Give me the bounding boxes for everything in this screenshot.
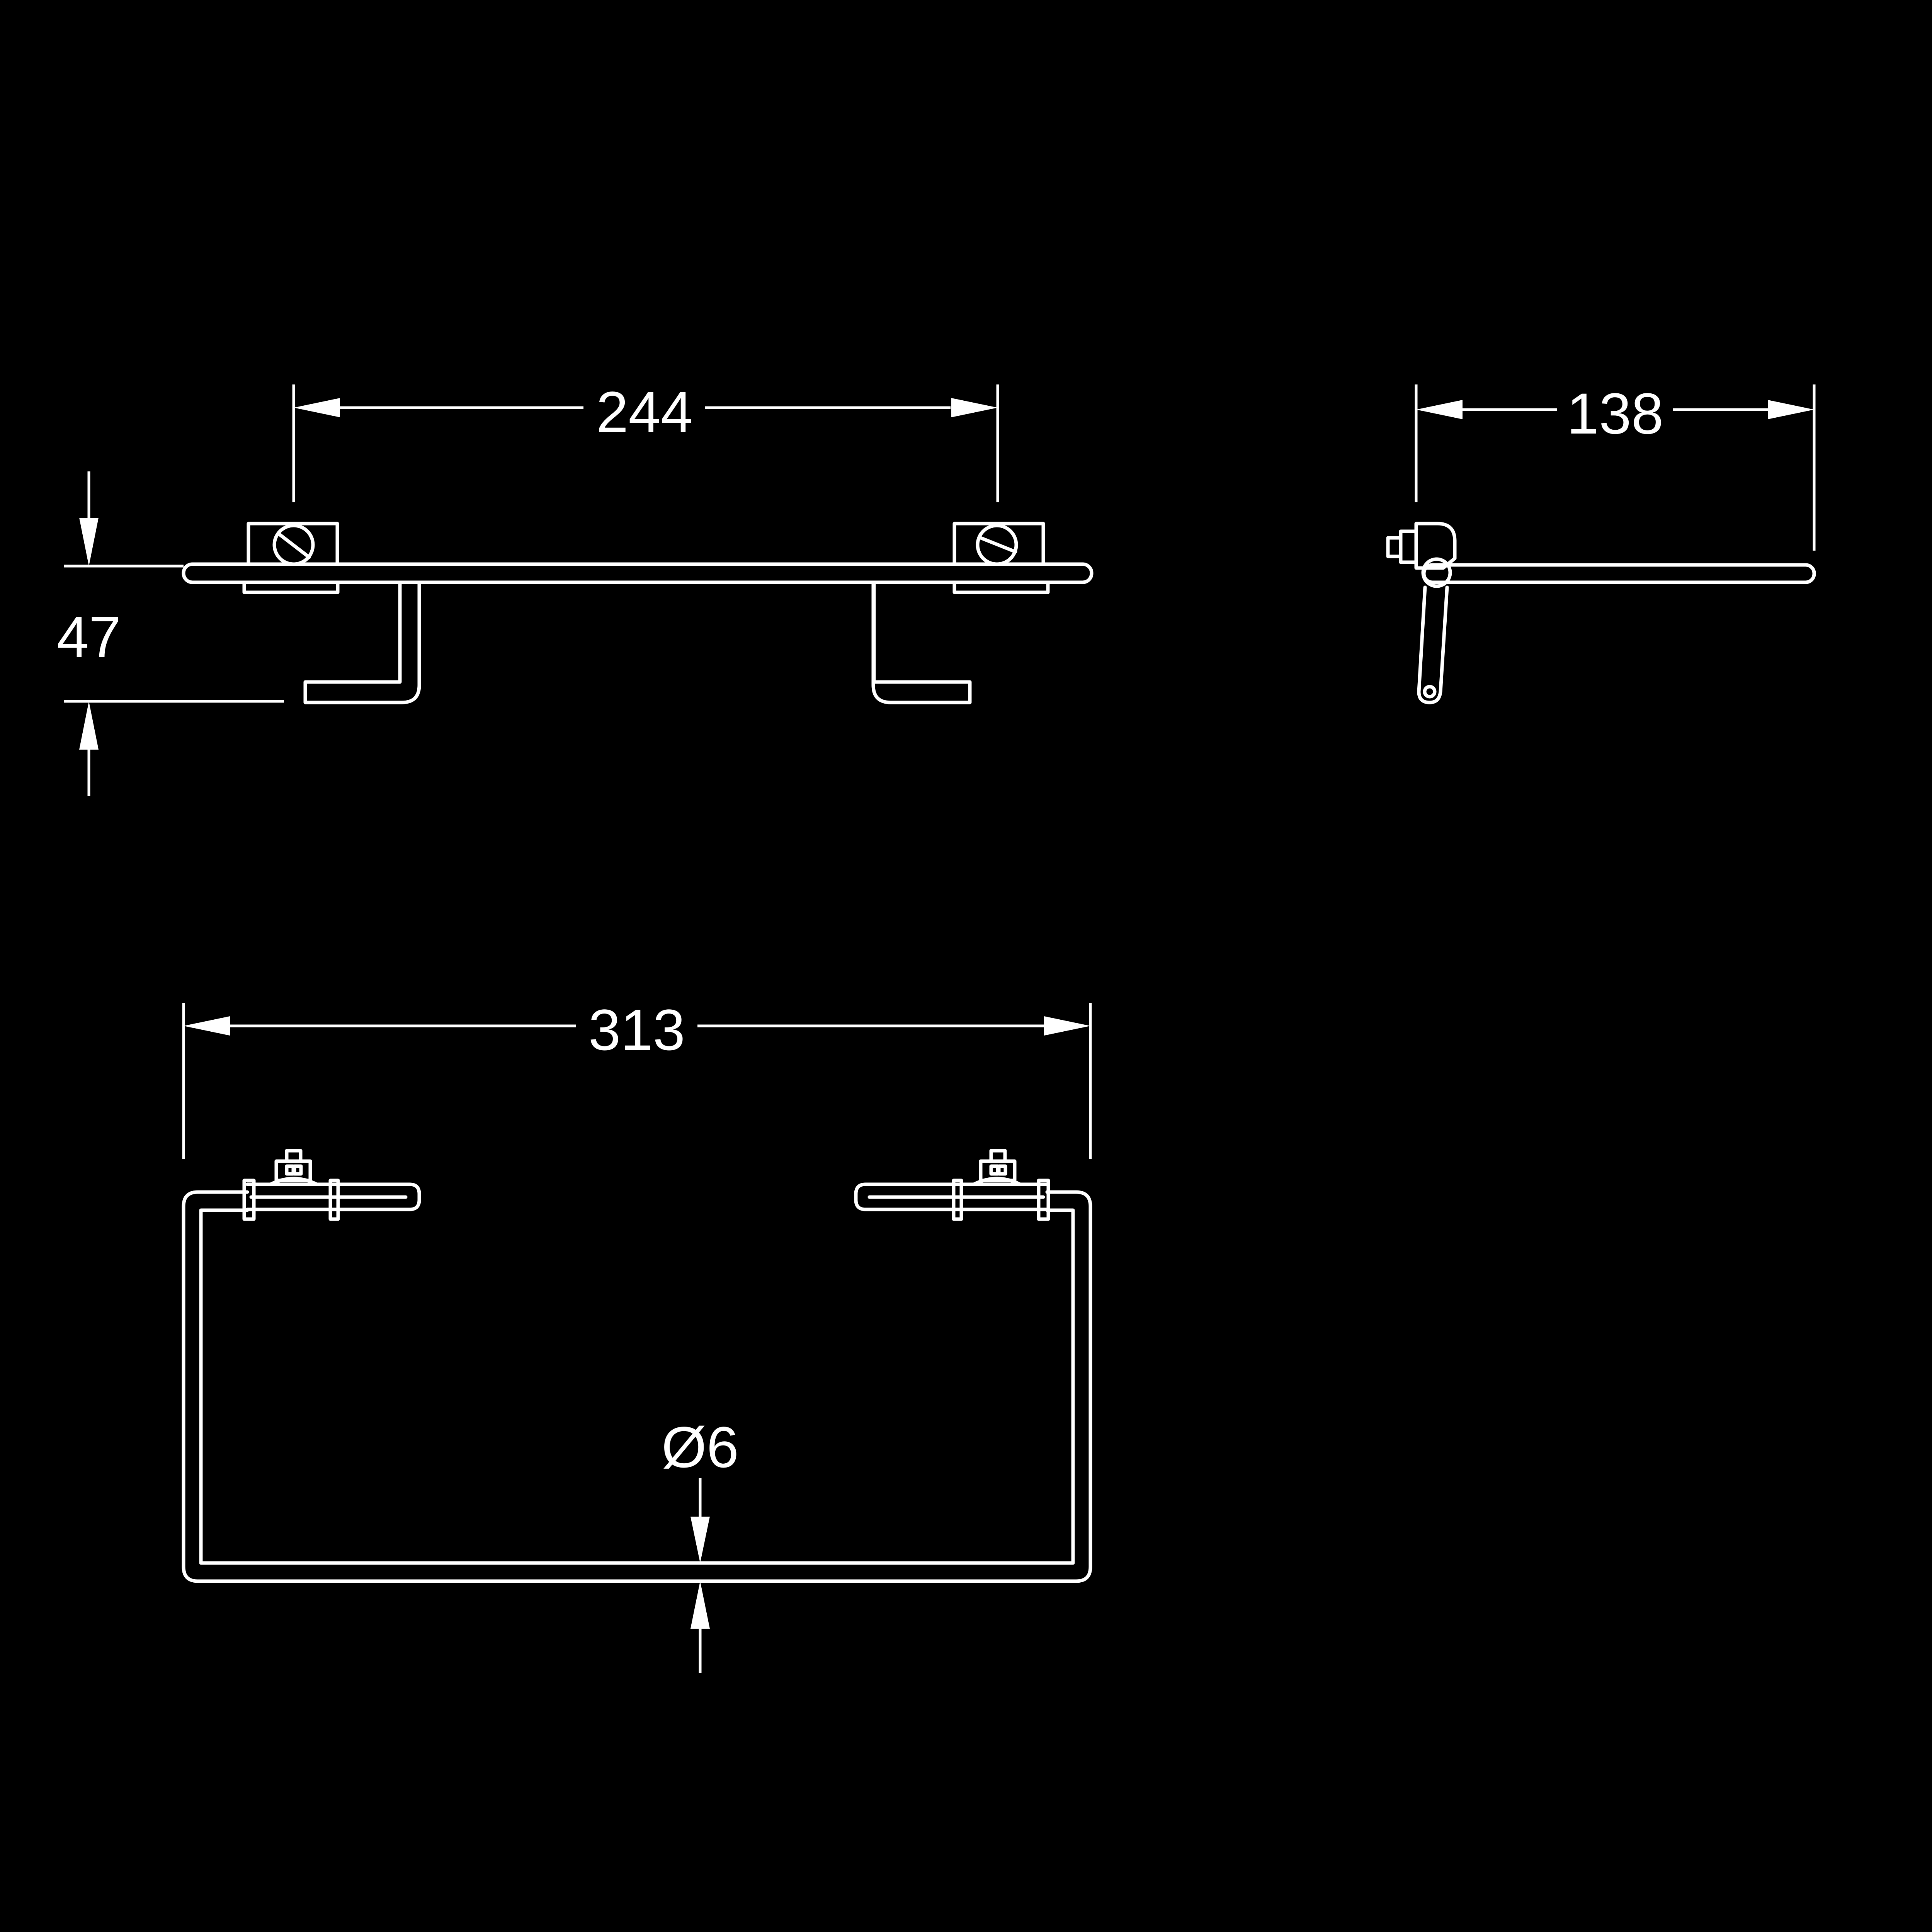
right-bracket — [871, 580, 972, 704]
dimension-label: 244 — [596, 379, 693, 444]
dimension-244: 244 — [292, 379, 999, 502]
right-arm — [854, 1182, 1049, 1211]
u-rod-outer — [182, 1190, 1092, 1583]
dimension-label: Ø6 — [662, 1415, 739, 1480]
left-arm — [245, 1182, 421, 1211]
dimension-diameter: Ø6 — [662, 1415, 739, 1673]
dimension-138: 138 — [1415, 381, 1816, 551]
dimension-label: 47 — [57, 604, 121, 669]
side-clip — [1399, 529, 1418, 564]
screw-icon — [976, 524, 1018, 566]
side-pivot — [1421, 557, 1452, 588]
right-clamp — [952, 1149, 1050, 1221]
left-clamp — [242, 1149, 340, 1221]
dimension-label: 138 — [1567, 381, 1663, 446]
front-view: 244 47 — [57, 379, 1094, 796]
front-rail — [182, 562, 1094, 584]
side-mount-block — [1414, 522, 1457, 570]
dimension-label: 313 — [588, 997, 685, 1062]
u-rod-inner — [199, 1208, 1075, 1565]
left-mount-block — [242, 522, 340, 594]
side-arm — [1417, 585, 1449, 704]
screw-icon — [272, 524, 315, 566]
top-view: 313 Ø6 — [182, 997, 1092, 1673]
side-rail — [1422, 563, 1816, 584]
side-view: 138 — [1386, 381, 1816, 704]
left-bracket — [303, 580, 421, 704]
dimension-313: 313 — [182, 997, 1092, 1159]
right-mount-block — [952, 522, 1050, 594]
dimension-47: 47 — [57, 471, 284, 796]
